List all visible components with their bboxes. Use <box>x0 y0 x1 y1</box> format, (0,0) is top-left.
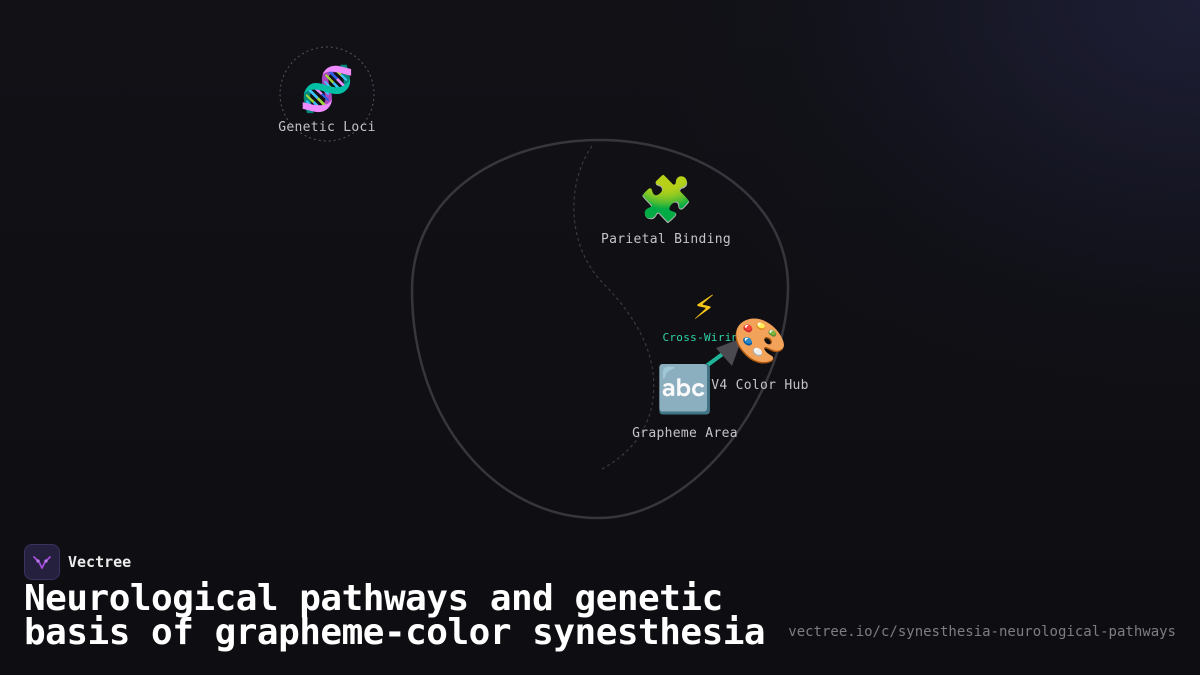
node-label: Parietal Binding <box>600 232 732 247</box>
puzzle-icon: 🧩 <box>638 174 694 225</box>
lightning-icon: ⚡ <box>692 284 716 328</box>
dna-icon: 🧬 <box>299 64 355 115</box>
node-label: Cross-Wiring <box>662 331 746 344</box>
node-label: V4 Color Hub <box>711 378 809 393</box>
genetic-loci-halo <box>279 46 375 142</box>
page-url[interactable]: vectree.io/c/synesthesia-neurological-pa… <box>788 624 1176 640</box>
node-v4-color-hub[interactable]: 🎨 V4 Color Hub <box>711 316 809 394</box>
brand[interactable]: Vectree <box>24 544 131 580</box>
cross-wiring-link <box>688 348 730 380</box>
cross-wiring-arrowhead <box>716 338 742 366</box>
palette-icon: 🎨 <box>732 316 788 367</box>
node-cross-wiring[interactable]: ⚡ Cross-Wiring <box>662 287 745 344</box>
brain-fissure <box>573 145 655 471</box>
node-label: Genetic Loci <box>278 120 376 135</box>
abc-icon: 🔤 <box>656 362 714 416</box>
node-grapheme-area[interactable]: 🔤 Grapheme Area <box>632 366 738 441</box>
node-parietal-binding[interactable]: 🧩 Parietal Binding <box>600 174 732 248</box>
node-label: Grapheme Area <box>632 426 738 441</box>
brand-name: Vectree <box>68 553 132 571</box>
vectree-logo-icon <box>24 544 60 580</box>
page-title: Neurological pathways and genetic basis … <box>24 578 766 653</box>
node-genetic-loci[interactable]: 🧬 Genetic Loci <box>278 64 376 136</box>
brain-outline <box>410 138 790 520</box>
